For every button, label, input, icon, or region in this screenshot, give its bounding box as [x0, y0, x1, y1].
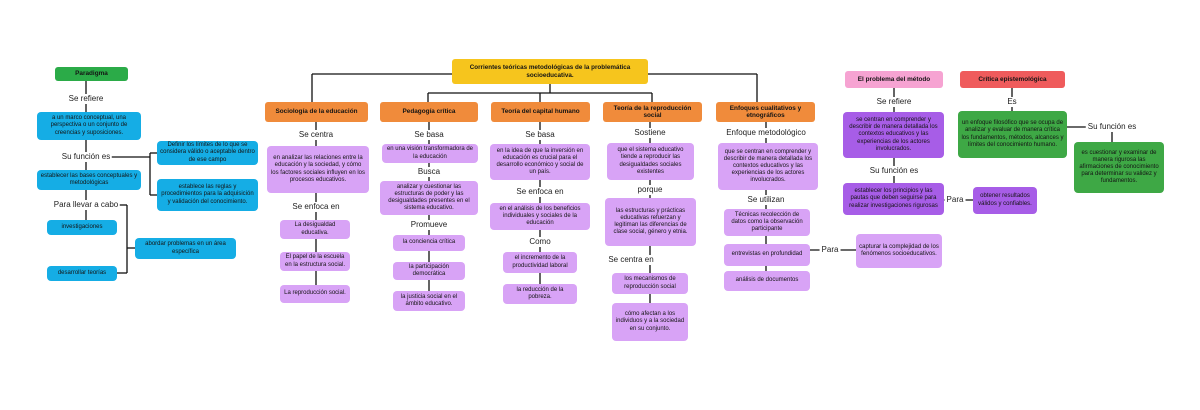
concept-box: El papel de la escuela en la estructura … — [280, 252, 350, 271]
method-function-box: establecer los principios y las pautas q… — [843, 183, 944, 215]
paradigm-action-box: desarrollar teorías — [47, 266, 117, 281]
concept-box: cómo afectan a los individuos y a la soc… — [612, 303, 688, 341]
concept-box: la reducción de la pobreza. — [503, 284, 577, 304]
method-purpose-box: obtener resultados válidos y confiables. — [973, 187, 1037, 214]
current-header-sociologia: Sociología de la educación — [265, 102, 368, 122]
concept-box: en analizar las relaciones entre la educ… — [267, 146, 369, 193]
concept-box: entrevistas en profundidad — [724, 244, 810, 266]
connector-label: Su función es — [867, 166, 921, 176]
connector-label: Promueve — [408, 220, 450, 230]
concept-box: en una visión transformadora de la educa… — [382, 144, 478, 163]
concept-box: que se centran en comprender y describir… — [718, 143, 818, 190]
paradigm-function-box: establecer las bases conceptuales y meto… — [37, 170, 141, 190]
concept-box: que el sistema educativo tiende a reprod… — [607, 143, 694, 180]
concept-box: La desigualdad educativa. — [280, 220, 350, 239]
connector-label: Se utilizan — [745, 195, 787, 205]
method-definition-box: se centran en comprender y describir de … — [843, 112, 944, 158]
concept-box: Técnicas recolección de datos como la ob… — [724, 209, 810, 236]
epistemological-critique-header: Crítica epistemológica — [960, 71, 1065, 88]
critique-function-box: es cuestionar y examinar de manera rigur… — [1074, 142, 1164, 193]
concept-box: la participación democrática — [393, 262, 465, 280]
paradigm-function-box: Definir los límites de lo que se conside… — [157, 141, 258, 165]
connector-label: Como — [527, 237, 553, 247]
current-header-capital-humano: Teoría del capital humano — [491, 102, 590, 122]
connector-label: Se enfoca en — [514, 187, 566, 197]
connector-label: Sostiene — [632, 128, 668, 138]
concept-box: en el análisis de los beneficios individ… — [490, 203, 590, 230]
paradigm-action-box: abordar problemas en un área específica — [135, 238, 236, 259]
connector-label: Su función es — [1085, 122, 1139, 132]
connector-label: Busca — [415, 167, 443, 177]
concept-box: en la idea de que la inversión en educac… — [490, 144, 590, 180]
paradigm-definition-box: a un marco conceptual, una perspectiva o… — [37, 112, 141, 140]
critique-definition-box: un enfoque filosófico que se ocupa de an… — [958, 111, 1067, 158]
concept-box: las estructuras y prácticas educativas r… — [605, 198, 696, 246]
connector-label: Se enfoca en — [290, 202, 342, 212]
connector-label: porque — [635, 185, 665, 195]
main-title-box: Corrientes teóricas metodológicas de la … — [452, 59, 648, 84]
connector-label: Para — [944, 195, 966, 205]
concept-box: el incremento de la productividad labora… — [503, 252, 577, 273]
current-header-reproduccion-social: Teoría de la reproducción social — [603, 102, 702, 122]
paradigm-function-label: Su función es — [59, 152, 113, 162]
concept-box: la conciencia crítica — [393, 235, 465, 251]
paradigm-header: Paradigma — [55, 67, 128, 81]
paradigm-carry-out-label: Para llevar a cabo — [51, 200, 121, 210]
current-header-pedagogia: Pedagogía crítica — [380, 102, 478, 122]
concept-box: los mecanismos de reproducción social — [612, 273, 688, 294]
concept-box: la justicia social en el ámbito educativ… — [393, 291, 465, 311]
concept-box: analizar y cuestionar las estructuras de… — [380, 181, 478, 215]
concept-box: análisis de documentos — [724, 271, 810, 291]
method-problem-header: El problema del método — [845, 71, 943, 88]
connector-label: Se refiere — [874, 97, 914, 107]
connector-label: Se basa — [412, 130, 446, 140]
current-header-enfoques-cualitativos: Enfoques cualitativos y etnográficos — [716, 102, 815, 122]
connector-label: Para — [819, 245, 841, 255]
connector-label: Se centra — [296, 130, 336, 140]
connector-label: Se basa — [523, 130, 557, 140]
concept-box: capturar la complejidad de los fenómenos… — [856, 234, 942, 268]
paradigm-function-box: establece las reglas y procedimientos pa… — [157, 179, 258, 211]
paradigm-action-box: investigaciones — [47, 220, 117, 235]
paradigm-refers-label: Se refiere — [66, 94, 106, 104]
concept-box: La reproducción social. — [280, 285, 350, 303]
connector-label: Se centra en — [606, 255, 656, 265]
connector-label: Es — [1005, 97, 1019, 107]
connector-label: Enfoque metodológico — [724, 128, 808, 138]
